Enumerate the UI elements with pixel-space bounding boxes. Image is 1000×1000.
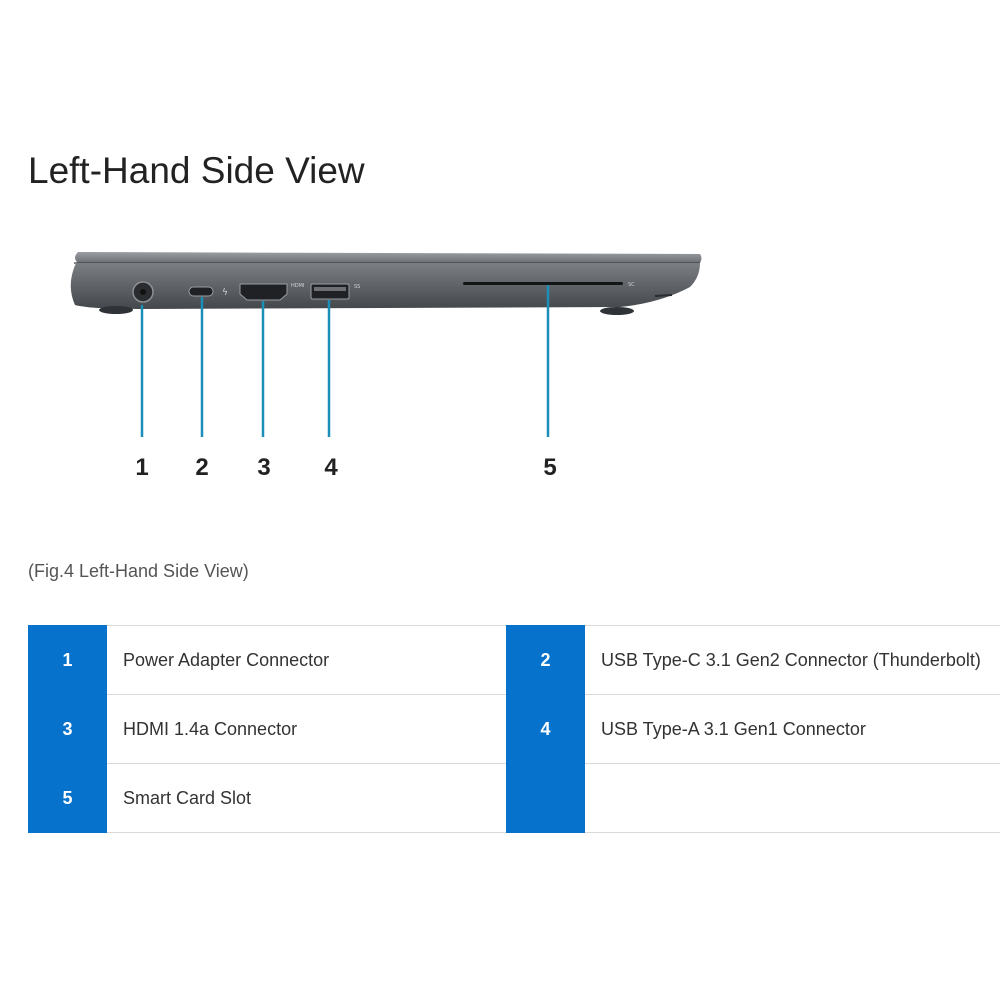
port-number-cell: 1	[28, 625, 107, 695]
port-label-cell: Smart Card Slot	[107, 763, 506, 833]
laptop-side-illustration: ϟ HDMI SS SC 1 2 3 4 5	[70, 252, 702, 481]
port-number-cell: 2	[506, 625, 585, 695]
power-port	[132, 281, 154, 303]
table-row: 5 Smart Card Slot	[28, 763, 1000, 833]
smartcard-marking: SC	[628, 282, 635, 288]
port-number-cell: 3	[28, 694, 107, 764]
rear-foot	[99, 306, 133, 314]
usb-c-port	[188, 286, 214, 297]
left-side-view-figure: ϟ HDMI SS SC 1 2 3 4 5	[0, 225, 720, 495]
usb-marking: SS	[354, 284, 360, 290]
smart-card-slot	[463, 282, 623, 285]
svg-text:ϟ: ϟ	[222, 288, 228, 298]
port-label-cell: HDMI 1.4a Connector	[107, 694, 506, 764]
port-number-cell	[506, 763, 585, 833]
port-legend-table: 1 Power Adapter Connector 2 USB Type-C 3…	[28, 625, 1000, 833]
table-row: 1 Power Adapter Connector 2 USB Type-C 3…	[28, 625, 1000, 695]
laptop-lid	[75, 252, 702, 263]
table-row: 3 HDMI 1.4a Connector 4 USB Type-A 3.1 G…	[28, 694, 1000, 764]
callout-number-2: 2	[195, 454, 208, 481]
port-number-cell: 4	[506, 694, 585, 764]
port-label-cell: USB Type-C 3.1 Gen2 Connector (Thunderbo…	[585, 625, 1000, 695]
port-label-cell: USB Type-A 3.1 Gen1 Connector	[585, 694, 1000, 764]
hdmi-marking: HDMI	[291, 283, 304, 289]
usb-a-port	[310, 283, 350, 300]
callout-lines	[140, 285, 550, 437]
hdmi-port	[239, 283, 288, 301]
page-title: Left-Hand Side View	[28, 150, 365, 191]
front-foot	[600, 307, 634, 315]
port-label-cell: Power Adapter Connector	[107, 625, 506, 695]
callout-number-3: 3	[257, 454, 270, 481]
figure-caption: (Fig.4 Left-Hand Side View)	[28, 561, 249, 581]
port-label-cell	[585, 763, 1000, 833]
callout-number-4: 4	[324, 454, 338, 481]
port-number-cell: 5	[28, 763, 107, 833]
laptop-base	[70, 263, 701, 309]
callout-number-5: 5	[543, 454, 556, 481]
callout-number-1: 1	[135, 454, 148, 481]
